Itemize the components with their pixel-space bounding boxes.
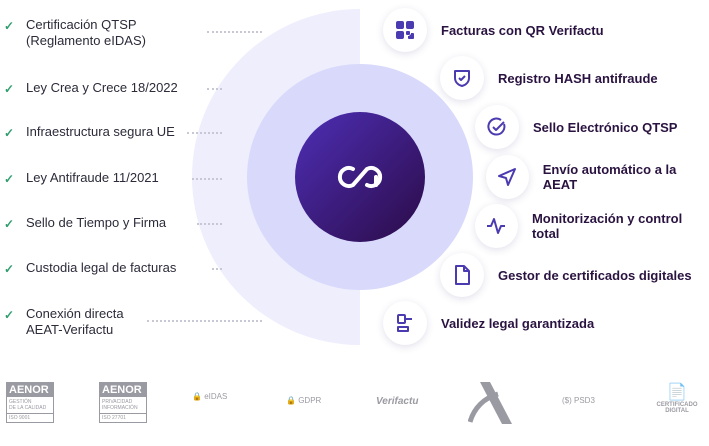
logo-code: ISO 27701 — [100, 413, 146, 422]
check-icon: ✓ — [4, 262, 15, 276]
compliance-item: ✓ Sello de Tiempo y Firma — [4, 215, 166, 231]
certification-logos: AENOR GESTIÓN DE LA CALIDAD ISO 9001 AENOR… — [0, 382, 709, 426]
feature-item: Sello Electrónico QTSP — [475, 105, 677, 149]
compliance-label: Infraestructura segura UE — [26, 124, 175, 139]
connector-dots — [192, 178, 222, 180]
logo-title: AENOR — [100, 383, 146, 397]
document-icon — [440, 253, 484, 297]
check-icon: ✓ — [4, 82, 15, 96]
feature-item: Validez legal garantizada — [383, 301, 594, 345]
connector-dots — [207, 31, 262, 33]
aenor-iso9001-logo: AENOR GESTIÓN DE LA CALIDAD ISO 9001 — [6, 382, 54, 423]
psd3-text: PSD3 — [574, 396, 595, 405]
psd3-logo: ($) PSD3 — [562, 396, 595, 405]
check-icon: ✓ — [4, 19, 15, 33]
feature-item: Monitorización y control total — [475, 204, 709, 248]
feature-item: Gestor de certificados digitales — [440, 253, 692, 297]
gdpr-logo: 🔒 GDPR — [286, 396, 322, 405]
feature-label: Sello Electrónico QTSP — [533, 119, 678, 135]
eidas-text: eIDAS — [204, 392, 228, 401]
send-icon — [486, 155, 529, 199]
compliance-item: ✓ Ley Antifraude 11/2021 — [4, 170, 159, 186]
feature-label: Monitorización y control total — [531, 211, 683, 241]
compliance-label: Custodia legal de facturas — [26, 260, 177, 275]
feature-label: Validez legal garantizada — [441, 315, 595, 331]
compliance-item: ✓ Infraestructura segura UE — [4, 124, 175, 140]
aeat-logo — [467, 382, 512, 426]
feature-item: Registro HASH antifraude — [440, 56, 658, 100]
logo-code: ISO 9001 — [7, 413, 53, 422]
compliance-label: Sello de Tiempo y Firma — [26, 215, 167, 230]
gdpr-text: GDPR — [298, 396, 322, 405]
verifactu-logo: Verifactu — [376, 396, 419, 407]
check-icon: ✓ — [4, 172, 15, 186]
connector-dots — [187, 132, 222, 134]
feature-label: Facturas con QR Verifactu — [441, 22, 604, 38]
feature-item: Facturas con QR Verifactu — [383, 8, 604, 52]
compliance-label: Ley Antifraude 11/2021 — [26, 170, 159, 185]
compliance-item: ✓ Custodia legal de facturas — [4, 260, 176, 276]
gavel-icon — [383, 301, 427, 345]
logo-body: GESTIÓN DE LA CALIDAD — [9, 399, 47, 411]
connector-dots — [207, 88, 222, 90]
compliance-item: ✓ Ley Crea y Crece 18/2022 — [4, 80, 178, 96]
compliance-item: ✓ Certificación QTSP (Reglamento eIDAS) — [4, 17, 146, 49]
compliance-item: ✓ Conexión directa AEAT-Verifactu — [4, 306, 124, 338]
check-icon: ✓ — [4, 126, 15, 140]
infinity-logo-icon — [337, 166, 383, 188]
connector-dots — [212, 268, 222, 270]
check-icon: ✓ — [4, 217, 15, 231]
cert-text: CERTIFICADO DIGITAL — [656, 402, 698, 414]
feature-label: Registro HASH antifraude — [498, 70, 658, 86]
shield-check-icon — [440, 56, 484, 100]
certificado-digital-logo: 📄CERTIFICADO DIGITAL — [656, 384, 698, 414]
connector-dots — [197, 223, 222, 225]
feature-item: Envío automático a la AEAT — [486, 155, 709, 199]
aenor-iso27701-logo: AENOR PRIVACIDAD INFORMACIÓN ISO 27701 — [99, 382, 147, 423]
check-circle-icon — [475, 105, 519, 149]
feature-label: Gestor de certificados digitales — [498, 267, 692, 283]
connector-dots — [147, 320, 262, 322]
compliance-label: Certificación QTSP (Reglamento eIDAS) — [26, 17, 146, 48]
eidas-logo: 🔒 eIDAS — [192, 392, 228, 401]
activity-icon — [475, 204, 518, 248]
check-icon: ✓ — [4, 308, 15, 322]
brand-logo-circle — [295, 112, 425, 242]
feature-label: Envío automático a la AEAT — [542, 162, 677, 192]
logo-body: PRIVACIDAD INFORMACIÓN — [102, 399, 138, 411]
qr-code-icon — [383, 8, 427, 52]
logo-title: AENOR — [7, 383, 53, 397]
compliance-label: Ley Crea y Crece 18/2022 — [26, 80, 178, 95]
compliance-label: Conexión directa AEAT-Verifactu — [26, 306, 124, 337]
